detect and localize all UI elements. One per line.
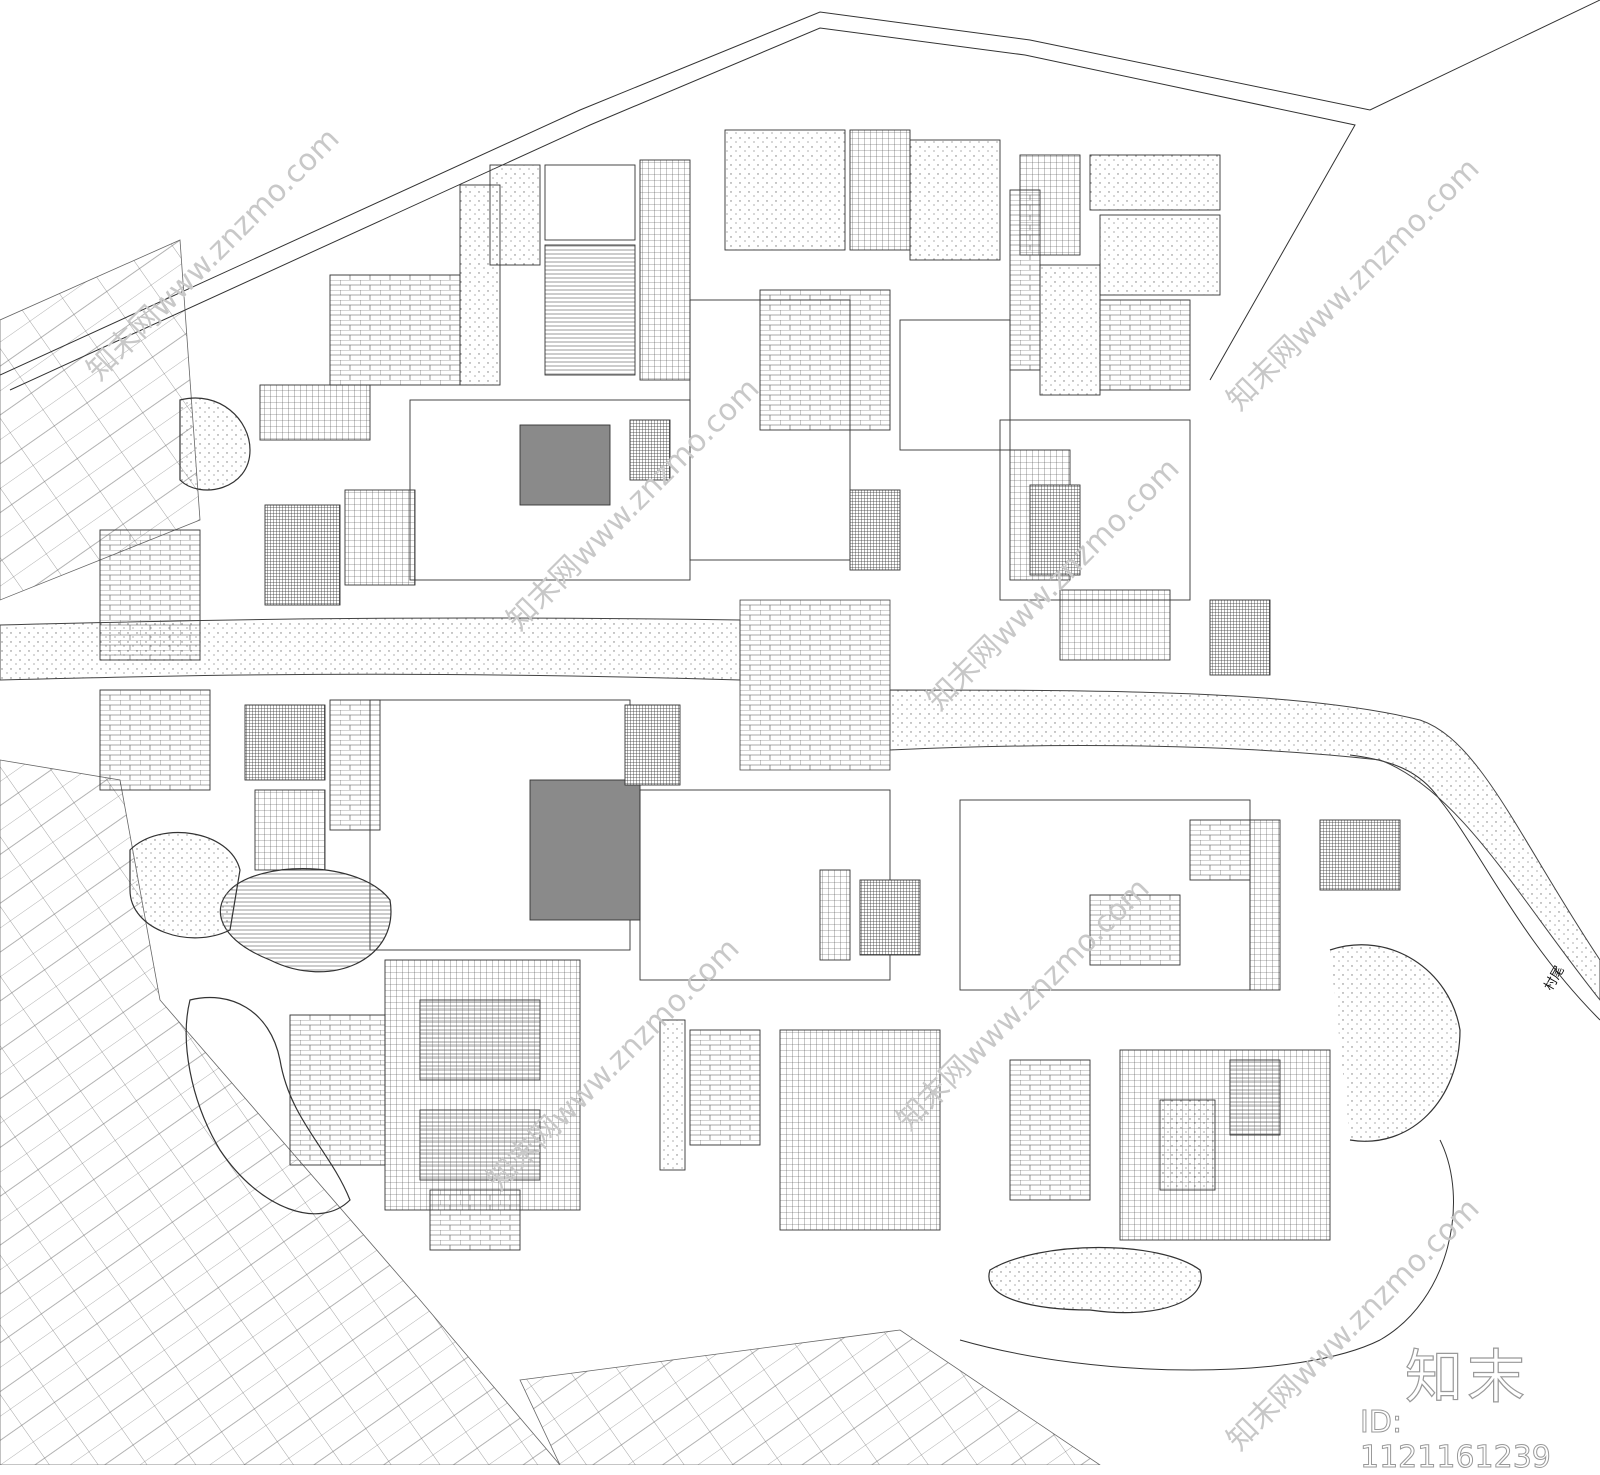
farm-fields	[0, 239, 1101, 1465]
building-block	[849, 489, 901, 571]
building-block	[859, 879, 921, 956]
building-block	[519, 424, 611, 506]
building-block	[1009, 189, 1041, 371]
building-block	[629, 419, 671, 481]
watermark-logo: 知末	[1404, 1342, 1530, 1411]
building-block	[689, 1029, 761, 1146]
building-block	[1249, 819, 1281, 991]
building-block	[289, 1014, 386, 1166]
building-block	[1159, 1099, 1216, 1191]
building-block	[1229, 1059, 1281, 1136]
building-block	[1009, 1059, 1091, 1201]
building-block	[1099, 299, 1191, 391]
building-block	[899, 319, 1011, 451]
building-block	[639, 159, 691, 381]
building-block	[1209, 599, 1271, 676]
building-block	[419, 999, 541, 1081]
building-blocks	[99, 129, 1401, 1251]
building-block	[99, 529, 201, 661]
building-block	[529, 779, 641, 921]
building-block	[544, 164, 636, 241]
building-block	[489, 164, 541, 266]
building-block	[1059, 589, 1171, 661]
building-block	[329, 274, 461, 386]
building-block	[1089, 154, 1221, 211]
building-block	[689, 299, 851, 561]
building-block	[1089, 894, 1181, 966]
building-block	[544, 244, 636, 376]
building-block	[759, 289, 891, 431]
building-block	[639, 789, 891, 981]
ponds	[129, 397, 1461, 1314]
building-block	[259, 384, 371, 441]
building-block	[624, 704, 681, 786]
building-block	[724, 129, 846, 251]
building-block	[419, 1109, 541, 1181]
building-block	[1099, 214, 1221, 296]
building-block	[1029, 484, 1081, 576]
building-block	[1039, 264, 1101, 396]
building-block	[819, 869, 851, 961]
building-block	[849, 129, 911, 251]
building-block	[244, 704, 326, 781]
building-block	[1189, 819, 1251, 881]
building-block	[264, 504, 341, 606]
building-block	[909, 139, 1001, 261]
building-block	[1119, 1049, 1331, 1241]
building-block	[344, 489, 416, 586]
building-block	[429, 1189, 521, 1251]
building-block	[999, 419, 1191, 601]
building-block	[1319, 819, 1401, 891]
building-block	[779, 1029, 941, 1231]
building-block	[329, 699, 381, 831]
building-block	[659, 1019, 686, 1171]
building-block	[254, 789, 326, 871]
building-block	[99, 689, 211, 791]
